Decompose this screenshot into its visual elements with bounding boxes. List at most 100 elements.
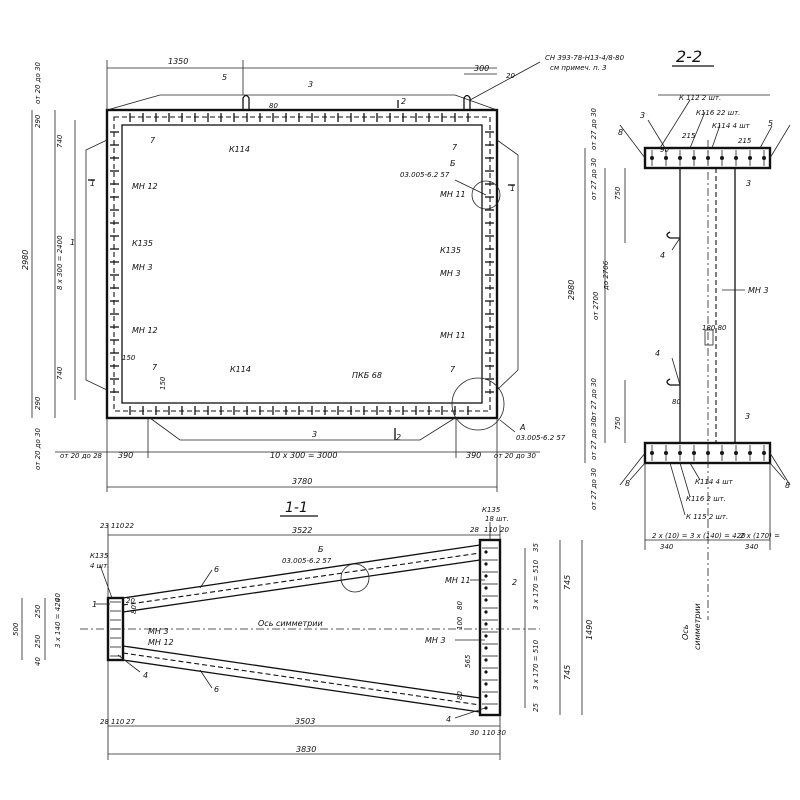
s11-k135-tl-qty: 4 шт. <box>90 562 109 570</box>
s22-k114: К114 4 шт <box>712 122 751 130</box>
s11-100: 100 <box>456 616 464 630</box>
s22-mark-4-top: 4 <box>660 251 665 260</box>
label-k135-left: К135 <box>132 239 153 248</box>
ref-a: 03.005-6.2 57 <box>516 434 566 442</box>
s22-wing-tl <box>619 124 646 159</box>
ref-b: 03.005-6.2 57 <box>400 171 450 179</box>
plan-rebar-outline <box>113 116 491 412</box>
dim-bottom-390-l: 390 <box>118 451 133 460</box>
s11-28-top: 28 <box>470 526 479 534</box>
mark-1-left: 1 <box>90 179 95 188</box>
mark-2-bottom: 2 <box>396 433 401 442</box>
s22-215a: 215 <box>682 132 696 140</box>
section-1-1-title: 1-1 <box>285 500 308 516</box>
section-2-2: 2-2 <box>567 47 791 650</box>
s11-40-a: 40 <box>54 593 62 602</box>
plan-outer-wall <box>105 108 499 420</box>
s11-110-top-r: 110 <box>484 526 498 534</box>
lifting-loop-right <box>463 94 471 110</box>
s11-mark-6-bottom: 6 <box>214 685 219 694</box>
ref-note-2: см примеч. п. 3 <box>550 64 607 72</box>
s11-27: 27 <box>126 718 135 726</box>
s11-leader-4-r <box>454 707 486 719</box>
s22-axis-label-1: Ось <box>681 624 690 640</box>
s22-leader-k116-b <box>679 462 691 498</box>
s22-leader-k116 <box>689 111 706 149</box>
s11-40-b: 40 <box>34 657 42 666</box>
s22-mark-5: 5 <box>768 119 773 128</box>
ref-note-1: СН 393-78-Н13-4/8-80 <box>545 54 625 62</box>
s22-27-30-c: от 27 до 30 <box>590 377 598 420</box>
s22-mark-8-l: 8 <box>618 128 623 137</box>
s11-axis-label: Ось симметрии <box>258 619 323 628</box>
s22-loop-top <box>666 231 680 239</box>
s22-27-30-a: от 27 до 30 <box>590 107 598 150</box>
label-k114-top: К114 <box>229 145 250 154</box>
dim-bottom-right: от 20 до 30 <box>494 452 537 460</box>
dim-left-740-top: 740 <box>56 134 64 148</box>
s11-k135-tl: К135 <box>90 552 109 560</box>
plan-wing-top-left <box>106 94 300 111</box>
s22-wing-tr <box>769 124 791 159</box>
s11-mark-4-r: 4 <box>446 715 451 724</box>
rebar-dot-right <box>484 658 488 662</box>
s11-25: 25 <box>532 703 540 712</box>
s11-20-top: 20 <box>500 526 509 534</box>
s11-slab-top-outer <box>122 544 481 599</box>
s11-20: 20 <box>126 597 135 605</box>
s11-28-bot: 28 <box>100 718 109 726</box>
s22-leader-4a <box>671 237 681 251</box>
s22-2980: 2980 <box>567 280 576 300</box>
s22-wall <box>679 167 736 444</box>
s22-wing-bl <box>619 452 646 486</box>
s11-30-b: 30 <box>470 729 479 737</box>
s11-500: 500 <box>12 622 20 636</box>
s11-250-b: 250 <box>34 634 42 648</box>
mark-80: 80 <box>269 102 278 110</box>
s11-mn12: МН 12 <box>148 638 174 647</box>
rebar-dot-right <box>484 586 488 590</box>
s11-right-wall <box>478 538 502 717</box>
s11-ref-b: 03.005-6.2 57 <box>282 557 332 565</box>
s22-90: 90 <box>660 146 669 154</box>
s11-3503: 3503 <box>295 717 315 726</box>
s11-mark-4-l: 4 <box>143 671 148 680</box>
s11-1490: 1490 <box>585 620 594 640</box>
label-k135-right: К135 <box>440 246 461 255</box>
s22-2700: от 2700 <box>592 291 600 320</box>
s22-leader-8-bl <box>629 462 646 481</box>
s22-mark-3-mid: 3 <box>746 179 751 188</box>
label-b: Б <box>450 159 456 168</box>
rebar-dot-right <box>484 682 488 686</box>
s11-3522: 3522 <box>292 526 312 535</box>
label-mn12-top: МН 12 <box>132 182 158 191</box>
s22-k115-b: К 115 2 шт. <box>686 513 728 521</box>
s22-bottom-a: 2 х (10) = <box>652 532 688 540</box>
s22-750-bottom: 750 <box>614 416 622 430</box>
mark-20: 20 <box>506 72 515 80</box>
s11-mn3-l: МН 3 <box>148 627 169 636</box>
plan-wing-bottom <box>149 417 456 441</box>
dim-1350: 1350 <box>168 57 188 66</box>
s11-3x170: 3 х 170 = 510 <box>532 559 540 610</box>
mark-5: 5 <box>222 73 227 82</box>
s22-750-top: 750 <box>614 186 622 200</box>
label-mn3-left: МН 3 <box>132 263 153 272</box>
s11-leader-4-l <box>117 654 141 673</box>
section-2-2-title: 2-2 <box>676 47 702 66</box>
s22-leader-k115-b <box>669 462 686 516</box>
section-1-1: 1-1 <box>12 500 594 760</box>
s11-leader-6-top <box>199 569 213 589</box>
s22-leader-4b <box>671 357 681 386</box>
s22-mark-3: 3 <box>640 111 645 120</box>
rebar-dot-right <box>484 622 488 626</box>
s22-80: 80 <box>672 398 681 406</box>
s22-bars <box>650 150 766 461</box>
mark-3-bottom: 3 <box>312 430 317 439</box>
dim-bottom-left: от 20 до 28 <box>60 452 103 460</box>
dim-left-290: 290 <box>34 114 42 128</box>
label-a: А <box>519 423 525 432</box>
plan-stirrups <box>110 113 494 415</box>
dim-bottom-total: 3780 <box>292 477 312 486</box>
s11-slab-bottom-outer <box>122 659 481 713</box>
